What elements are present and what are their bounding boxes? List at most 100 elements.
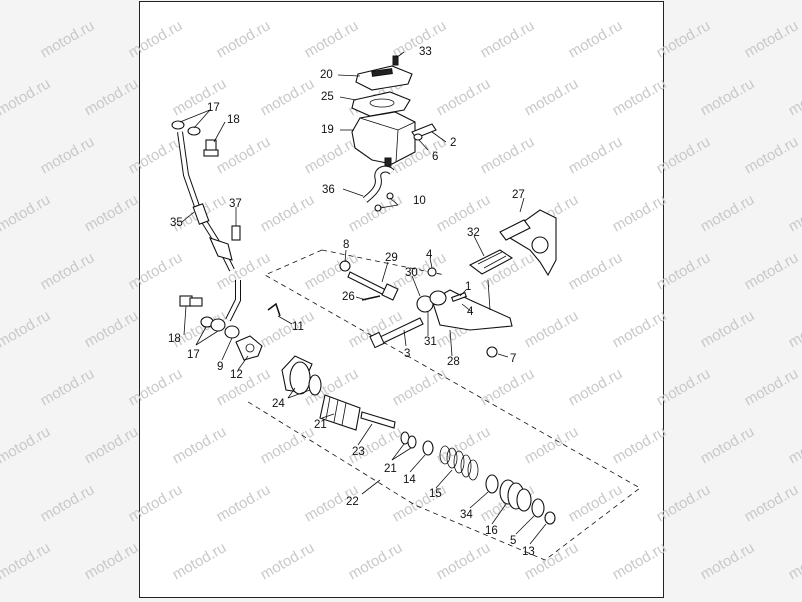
- watermark-text: motod.ru: [38, 133, 98, 177]
- watermark-text: motod.ru: [258, 191, 318, 235]
- callout-18-lower: 18: [168, 333, 181, 345]
- watermark-text: motod.ru: [38, 481, 98, 525]
- watermark-text: motod.ru: [742, 249, 802, 293]
- watermark-text: motod.ru: [258, 423, 318, 467]
- watermark-text: motod.ru: [82, 191, 142, 235]
- watermark-text: motod.ru: [302, 17, 362, 61]
- watermark-text: motod.ru: [698, 191, 758, 235]
- pivot-30-31: [416, 290, 447, 313]
- seals-21: [400, 431, 417, 449]
- watermark-text: motod.ru: [478, 365, 538, 409]
- callout-22: 22: [346, 496, 359, 508]
- boot-16: [499, 479, 532, 512]
- watermark-text: motod.ru: [258, 75, 318, 119]
- watermark-text: motod.ru: [214, 133, 274, 177]
- watermark-text: motod.ru: [742, 17, 802, 61]
- watermark-text: motod.ru: [434, 539, 494, 583]
- washers-17-top: [171, 120, 201, 136]
- watermark-text: motod.ru: [478, 133, 538, 177]
- bleeder-37: [231, 225, 241, 241]
- spring-15: [439, 445, 479, 481]
- assembly-outline: [244, 249, 641, 561]
- callout-37: 37: [229, 198, 242, 210]
- callout-19: 19: [321, 124, 334, 136]
- washers-17-lower: [200, 316, 240, 339]
- watermark-text: motod.ru: [654, 133, 714, 177]
- watermark-text: motod.ru: [654, 481, 714, 525]
- watermark-text: motod.ru: [786, 307, 802, 351]
- watermark-text: motod.ru: [742, 481, 802, 525]
- callout-7: 7: [510, 353, 516, 365]
- watermark-text: motod.ru: [170, 539, 230, 583]
- watermark-text: motod.ru: [0, 307, 53, 351]
- callout-8: 8: [343, 239, 349, 251]
- watermark-text: motod.ru: [566, 365, 626, 409]
- watermark-text: motod.ru: [390, 365, 450, 409]
- washer-5: [531, 498, 545, 518]
- callout-15: 15: [429, 488, 442, 500]
- callout-labels: 33 20 25 19 2 6 36 10 17 18 35 37 18 17 …: [168, 46, 535, 558]
- watermark-text: motod.ru: [38, 249, 98, 293]
- watermark-text: motod.ru: [698, 75, 758, 119]
- screw-1: [451, 292, 467, 302]
- watermark-text: motod.ru: [82, 307, 142, 351]
- watermark-text: motod.ru: [346, 191, 406, 235]
- watermark-text: motod.ru: [0, 191, 53, 235]
- watermark-text: motod.ru: [126, 481, 186, 525]
- callout-26: 26: [342, 291, 355, 303]
- callout-1: 1: [465, 281, 471, 293]
- watermark-text: motod.ru: [566, 249, 626, 293]
- watermark-text: motod.ru: [126, 17, 186, 61]
- watermark-text: motod.ru: [214, 17, 274, 61]
- bolt-3: [369, 317, 424, 349]
- watermark-text: motod.ru: [82, 423, 142, 467]
- watermark-text: motod.ru: [170, 423, 230, 467]
- watermark-text: motod.ru: [786, 423, 802, 467]
- pedal-pad-32: [468, 249, 514, 275]
- reservoir-cover-20: [355, 65, 413, 91]
- watermark-text: motod.ru: [742, 365, 802, 409]
- callout-24: 24: [272, 398, 285, 410]
- watermark-text: motod.ru: [0, 423, 53, 467]
- seal-34: [485, 474, 499, 494]
- callout-10: 10: [413, 195, 426, 207]
- nut-4: [427, 267, 437, 277]
- hose-36: [362, 165, 395, 203]
- watermark-text: motod.ru: [258, 307, 318, 351]
- callout-34: 34: [460, 509, 473, 521]
- pedal-pad-27: [499, 209, 557, 277]
- pin-29: [347, 271, 399, 301]
- watermark-text: motod.ru: [126, 249, 186, 293]
- clip-11: [267, 302, 281, 317]
- washer-14: [422, 440, 434, 456]
- watermark-text: motod.ru: [698, 307, 758, 351]
- watermark-text: motod.ru: [0, 539, 53, 583]
- watermark-text: motod.ru: [126, 133, 186, 177]
- watermark-text: motod.ru: [170, 75, 230, 119]
- watermark-text: motod.ru: [654, 17, 714, 61]
- callout-29: 29: [385, 252, 398, 264]
- watermark-text: motod.ru: [82, 75, 142, 119]
- watermark-text: motod.ru: [390, 249, 450, 293]
- gasket-25: [351, 91, 411, 117]
- callout-3: 3: [404, 348, 410, 360]
- callout-31: 31: [424, 336, 437, 348]
- callout-23: 23: [352, 446, 365, 458]
- callout-35: 35: [170, 217, 183, 229]
- watermark-text: motod.ru: [654, 365, 714, 409]
- callout-20: 20: [320, 69, 333, 81]
- callout-5: 5: [510, 535, 516, 547]
- watermark-text: motod.ru: [126, 365, 186, 409]
- watermark-text: motod.ru: [610, 539, 670, 583]
- clip-13: [544, 511, 556, 525]
- watermark-text: motod.ru: [434, 191, 494, 235]
- callout-13: 13: [522, 546, 535, 558]
- callout-27: 27: [512, 189, 525, 201]
- watermark-text: motod.ru: [610, 191, 670, 235]
- watermark-text: motod.ru: [698, 539, 758, 583]
- callout-14: 14: [403, 474, 416, 486]
- watermark-text: motod.ru: [786, 75, 802, 119]
- piston-21: [319, 394, 361, 431]
- callout-30: 30: [405, 267, 418, 279]
